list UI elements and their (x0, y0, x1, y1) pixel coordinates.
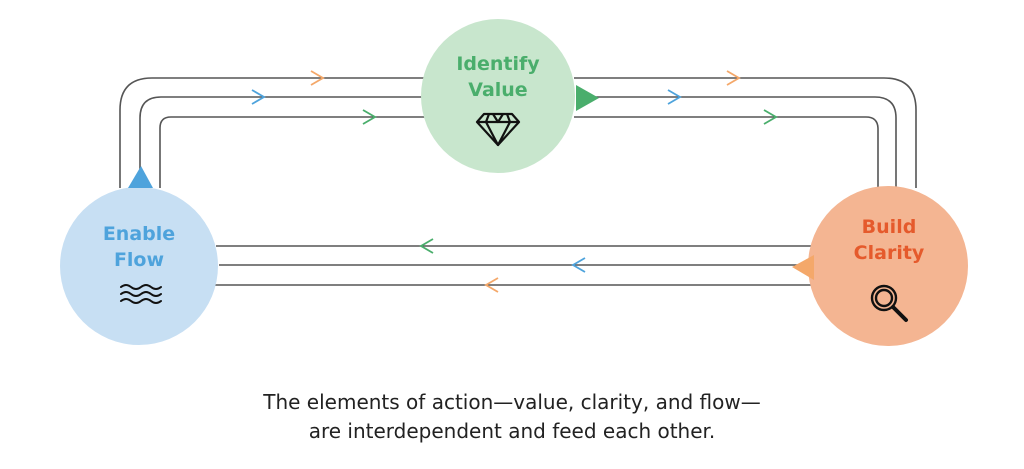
arrow-orange-top-left (310, 70, 325, 86)
arrow-blue-top-right (667, 89, 682, 105)
pointer-blue-up (128, 166, 153, 188)
enable-flow-line2: Flow (114, 249, 164, 271)
build-clarity-line1: Build (862, 216, 917, 238)
enable-flow-line1: Enable (103, 223, 175, 245)
line-mid-top-right (578, 96, 897, 188)
node-identify-value-circle (421, 19, 575, 173)
diamond-icon (475, 112, 521, 147)
caption-line-2: are interdependent and feed each other. (308, 419, 716, 443)
connector-lines (119, 77, 917, 286)
waves-icon (120, 284, 162, 304)
node-build-clarity-circle (808, 186, 968, 346)
diagram-caption: The elements of action—value, clarity, a… (0, 388, 1024, 446)
line-inner-top-right (574, 116, 879, 188)
identify-value-line2: Value (468, 79, 527, 101)
caption-line-1: The elements of action—value, clarity, a… (263, 390, 761, 414)
arrow-orange-bottom (484, 277, 499, 293)
build-clarity-line2: Clarity (854, 242, 925, 264)
line-inner-top (159, 116, 430, 188)
line-mid-top (139, 96, 430, 188)
arrow-green-bottom (419, 238, 434, 254)
bottom-arrows (419, 238, 586, 293)
identify-value-line1: Identify (456, 53, 540, 75)
arrow-green-top-left (362, 109, 377, 125)
line-outer-top (119, 77, 430, 188)
pointer-green-right (576, 85, 599, 111)
arrow-green-top-right (763, 109, 778, 125)
pointer-orange-left (792, 255, 814, 280)
line-outer-top-right (574, 77, 917, 188)
node-enable-flow-circle (60, 187, 218, 345)
top-arrows (251, 70, 778, 125)
arrow-blue-top-left (251, 89, 266, 105)
arrow-blue-bottom (571, 257, 586, 273)
arrow-orange-top-right (726, 70, 741, 86)
magnifier-icon (870, 284, 908, 322)
